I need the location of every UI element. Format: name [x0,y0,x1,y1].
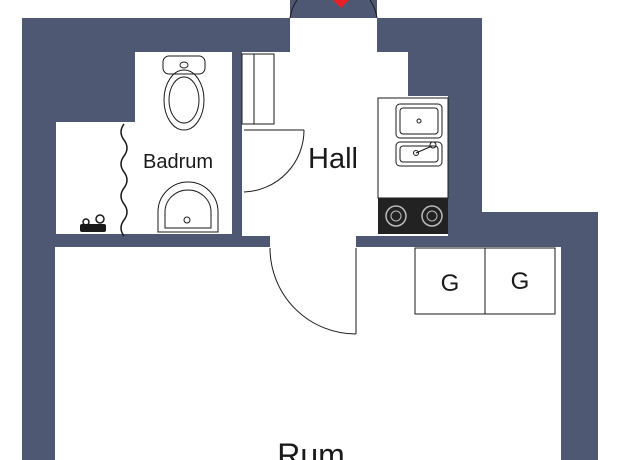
room-label: Rum [277,437,345,460]
wardrobe-1-label: G [441,270,460,297]
entrance-arrow-icon [333,0,349,8]
bathroom-door [243,129,305,193]
stove-icon [378,198,448,234]
wardrobe-2-label: G [511,268,530,295]
hall-entry [290,18,377,54]
bathroom-floor [56,122,232,234]
wardrobes: G G [414,247,556,315]
hall-closet-outline [241,53,275,125]
hall-closet [241,53,275,125]
wardrobe-1 [414,247,486,315]
hall-label: Hall [308,143,358,175]
bathroom-door-swing [243,129,305,193]
sink-icon [157,181,219,233]
toilet-icon [162,55,206,131]
bathroom-toilet-alcove [135,52,232,124]
wardrobe-2 [484,247,556,315]
shower-curtain [120,123,128,237]
bathroom-label: Badrum [143,151,213,173]
entrance [289,0,378,19]
room-door-swing [269,247,357,335]
entrance-door-swing [289,0,378,19]
room-door [269,247,357,335]
washing-machine-icon [80,214,106,232]
hall-passage [270,234,356,248]
